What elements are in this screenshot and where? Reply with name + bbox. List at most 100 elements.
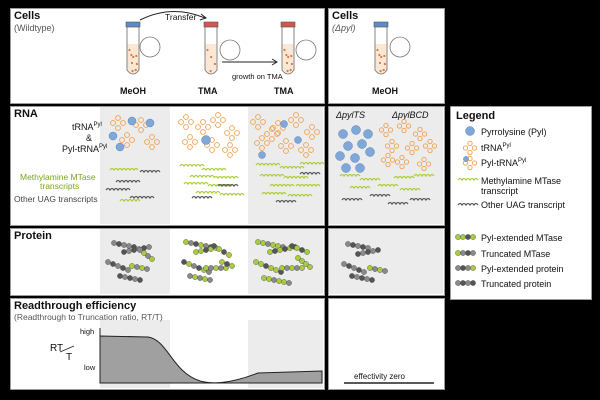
trna-icon: [385, 161, 391, 168]
trna-icon: [462, 145, 469, 151]
protein-bead: [465, 234, 471, 240]
protein-bead: [359, 275, 365, 281]
legend-item-4: Methylamine MTase transcript: [481, 176, 562, 196]
trna-icon: [393, 143, 400, 149]
readthrough-area: [99, 335, 323, 384]
trna-icon: [396, 123, 403, 129]
protein-bead: [121, 249, 127, 255]
trna-icon: [275, 130, 281, 136]
protein-bead: [265, 241, 271, 247]
cell-dot: [383, 54, 386, 58]
trna-icon: [178, 119, 184, 125]
pyl-icon: [363, 129, 373, 139]
protein-bead: [144, 266, 150, 272]
trna-icon: [401, 127, 407, 134]
trna-icon: [269, 126, 275, 132]
protein-bead: [355, 243, 361, 249]
legend-item-7: Truncated MTase: [481, 249, 551, 259]
protein-bead: [211, 243, 217, 249]
trna-icon: [427, 138, 433, 145]
protein-bead: [299, 247, 305, 253]
pyl-trna-label: Pyl-tRNAPyl: [62, 144, 108, 154]
protein-mutant-shade: [329, 229, 443, 294]
transcript-line: [377, 183, 399, 188]
trna-icon: [259, 135, 265, 141]
protein-bead: [146, 244, 152, 250]
protein-bead: [349, 273, 355, 279]
trna-icon: [250, 119, 256, 125]
tube-medium: [282, 44, 294, 74]
trna-icon: [269, 136, 275, 142]
protein-bead: [360, 250, 366, 256]
readthrough-title: Readthrough efficiency: [14, 300, 137, 312]
tube-label-1: MeOH: [120, 86, 147, 96]
trna-icon: [417, 135, 423, 142]
protein-bead: [350, 242, 356, 248]
cell-dot: [379, 69, 382, 73]
protein-bead: [186, 261, 192, 267]
tube-cap: [373, 21, 389, 28]
pyl-icon: [335, 151, 345, 161]
trna-icon: [119, 137, 125, 143]
protein-bead: [207, 277, 213, 283]
trna-icon: [138, 127, 144, 133]
protein-bead: [111, 240, 117, 246]
tube-label-3: TMA: [274, 86, 294, 96]
trna-icon: [227, 142, 233, 148]
transcript-line: [339, 173, 361, 178]
trna-icon: [259, 145, 265, 151]
trna-icon: [215, 122, 221, 128]
trna-icon: [409, 140, 415, 147]
transcript-line: [179, 163, 205, 168]
transcript-line: [105, 187, 131, 192]
protein-bead: [120, 265, 126, 271]
protein-bead: [307, 264, 313, 270]
t-label: T: [66, 352, 73, 363]
trna-icon: [234, 130, 240, 136]
amp-label: &: [86, 133, 93, 143]
transcript-line: [255, 162, 281, 167]
protein-bead: [355, 251, 361, 257]
trna-icon: [274, 131, 280, 137]
pyl-icon: [258, 151, 266, 159]
trna-icon: [275, 120, 281, 126]
pyl-icon: [463, 156, 469, 162]
trna-icon: [380, 157, 387, 163]
protein-bead: [267, 249, 273, 255]
protein-bead: [465, 265, 471, 271]
protein-bead: [187, 273, 193, 279]
trna-icon: [224, 130, 230, 136]
trna-icon: [124, 132, 130, 138]
trna-icon: [288, 117, 294, 123]
trna-icon: [215, 112, 221, 118]
protein-bead: [354, 274, 360, 280]
protein-bead: [460, 234, 466, 240]
trna-icon: [220, 117, 226, 123]
protein-bead: [203, 247, 209, 253]
protein-bead: [470, 280, 476, 286]
protein-bead: [226, 252, 232, 258]
trna-icon: [383, 122, 389, 129]
protein-bead: [289, 243, 295, 249]
trna-icon: [304, 129, 310, 135]
protein-bead: [122, 274, 128, 280]
trna-icon: [232, 147, 238, 153]
legend-item-8: Pyl-extended protein: [481, 264, 564, 274]
y-high-label: high: [80, 327, 95, 336]
protein-shade-1: [100, 229, 170, 294]
trna-icon: [308, 147, 314, 153]
protein-bead: [455, 234, 461, 240]
protein-bead: [218, 265, 224, 271]
growth-arrowhead: [271, 58, 278, 66]
tube-label-2: TMA: [198, 86, 218, 96]
transcript-line: [457, 202, 479, 207]
protein-bead: [341, 261, 347, 267]
cell-dot: [131, 69, 134, 73]
trna-icon: [255, 124, 261, 130]
protein-bead: [361, 269, 367, 275]
protein-bead: [203, 265, 209, 271]
trna-icon: [409, 149, 415, 156]
protein-bead: [465, 250, 471, 256]
protein-bead: [181, 259, 187, 265]
magnifier-icon: [295, 39, 317, 61]
